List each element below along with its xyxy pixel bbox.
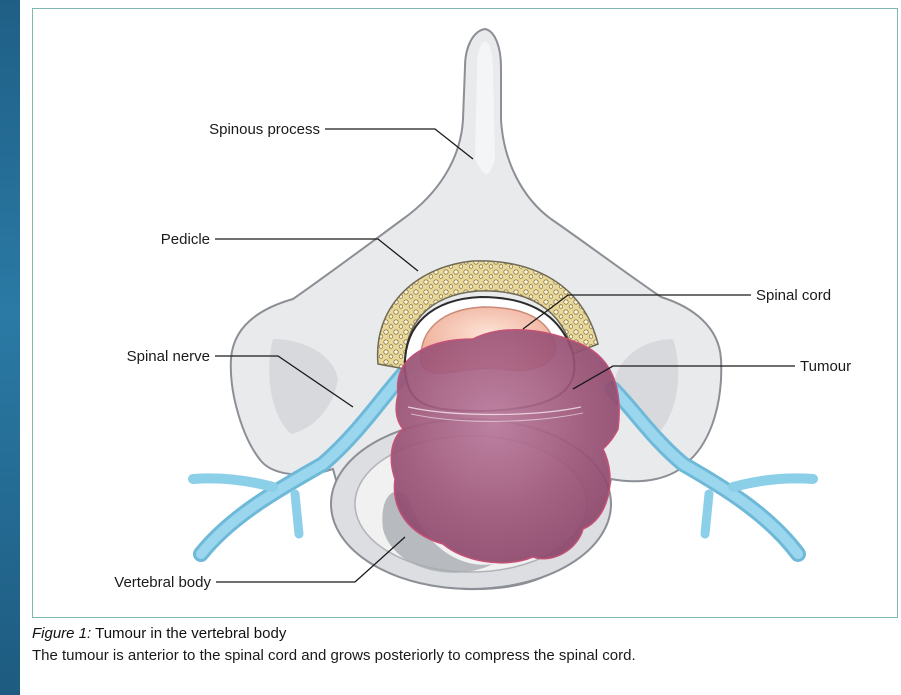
vertebra-illustration: Spinous process Pedicle Spinal nerve Ver… — [33, 9, 897, 617]
tumour — [391, 330, 619, 563]
figure-frame: Spinous process Pedicle Spinal nerve Ver… — [32, 8, 898, 618]
spinal-nerve-label: Spinal nerve — [127, 348, 210, 365]
spinal-cord-label: Spinal cord — [756, 287, 831, 304]
tumour-label: Tumour — [800, 358, 851, 375]
pedicle-label: Pedicle — [161, 231, 210, 248]
spinous-process-shading — [475, 41, 495, 174]
caption-title-text: Tumour in the vertebral body — [95, 625, 286, 642]
caption-title: Figure 1: Tumour in the vertebral body — [32, 625, 892, 642]
caption-text: The tumour is anterior to the spinal cor… — [32, 647, 892, 664]
vertebral-body-label: Vertebral body — [114, 574, 211, 591]
spinous-process-leader — [325, 129, 473, 159]
figure-caption: Figure 1: Tumour in the vertebral body T… — [32, 625, 892, 664]
spinous-process-label: Spinous process — [209, 121, 320, 138]
caption-figure-label: Figure 1: — [32, 625, 91, 642]
figure-panel: Spinous process Pedicle Spinal nerve Ver… — [20, 0, 901, 695]
